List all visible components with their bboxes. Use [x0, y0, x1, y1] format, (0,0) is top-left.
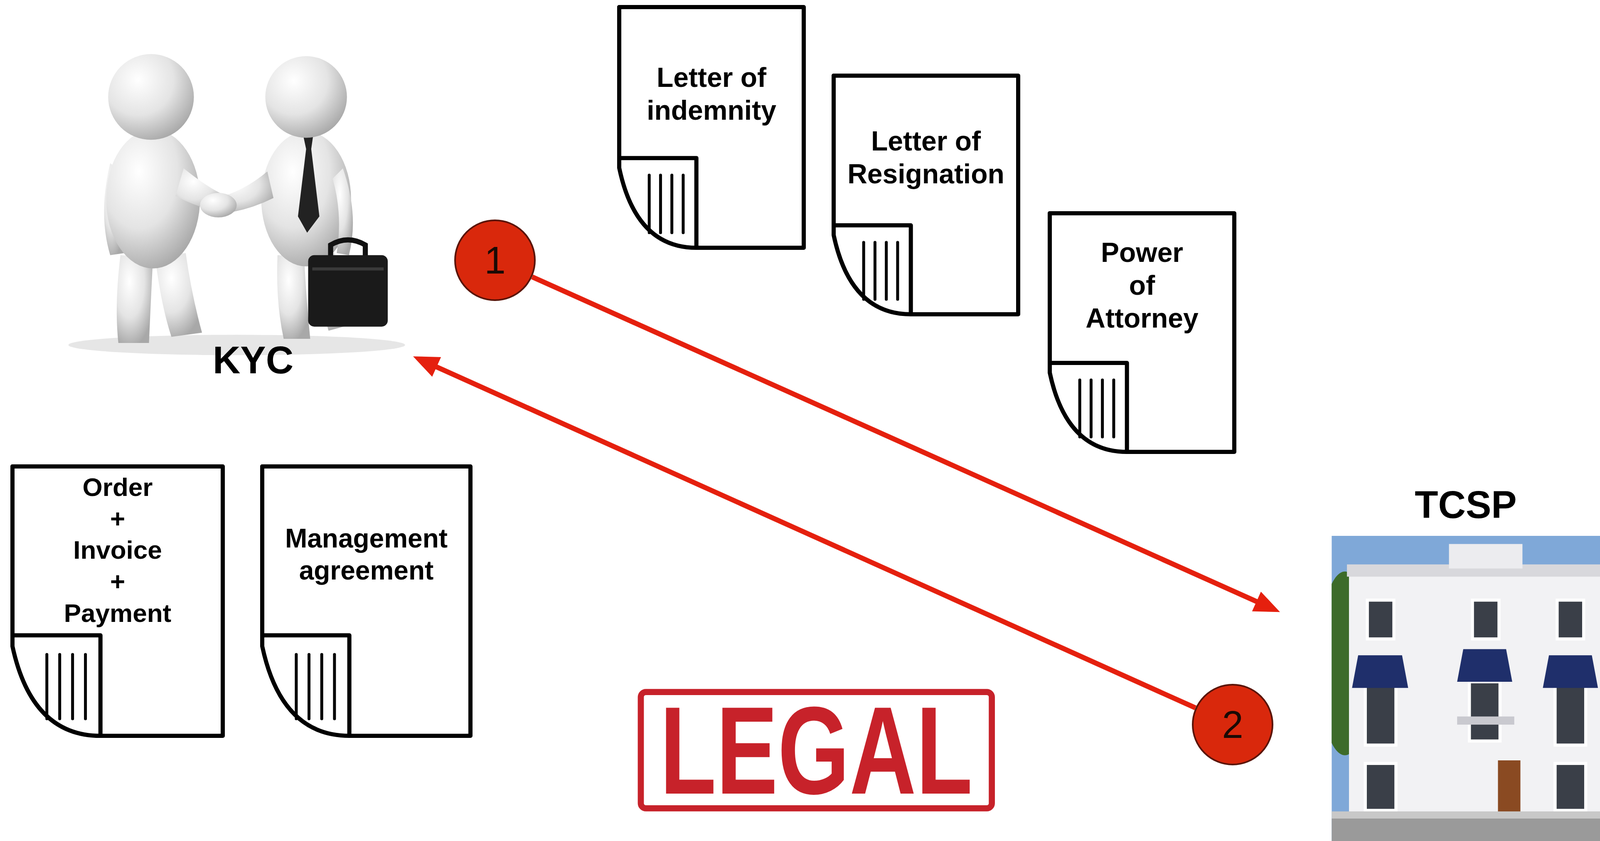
- document-title: Order + Invoice + Payment: [10, 471, 225, 629]
- document-icon: Order + Invoice + Payment: [10, 464, 225, 738]
- office-building-photo-part: [1457, 648, 1513, 682]
- handshake-figures-part: [199, 192, 237, 218]
- office-building-photo-part: [1449, 544, 1523, 569]
- handshake-figures-part: [297, 134, 320, 233]
- office-building-photo-part: [1543, 654, 1599, 688]
- fold-hatch: [71, 654, 74, 719]
- fold-hatch: [83, 654, 87, 719]
- office-building-photo-part: [1365, 685, 1396, 745]
- fold-hatch: [670, 174, 674, 233]
- document-outline: [617, 4, 806, 250]
- arrowhead: [413, 356, 441, 377]
- office-building-photo-part: [1555, 763, 1586, 810]
- fold-hatch: [1100, 379, 1104, 437]
- callout-circle: 1: [454, 219, 536, 301]
- document-title: Letter of indemnity: [617, 61, 806, 127]
- stamp-frame: [640, 691, 992, 809]
- fold-hatch: [681, 174, 685, 233]
- handshake-figures-part: [265, 56, 347, 138]
- fold-hatch: [896, 242, 899, 300]
- stamp-frame-part: [640, 691, 992, 809]
- page-edge: [619, 7, 804, 248]
- page-curl: [619, 7, 697, 248]
- document-icon: Management agreement: [260, 464, 473, 738]
- document-title: Power of Attorney: [1047, 236, 1237, 335]
- office-building-photo-part: [1331, 535, 1600, 841]
- node-caption: KYC: [169, 338, 337, 383]
- office-building-photo-part: [1351, 654, 1408, 688]
- office-building-photo-part: [1555, 685, 1586, 745]
- fold-hatch: [45, 654, 49, 719]
- page-edge: [833, 75, 1019, 315]
- office-building-photo-part: [1557, 600, 1584, 639]
- office-building-photo-part: [1497, 760, 1521, 817]
- fold-hatch: [1089, 379, 1093, 437]
- handshake-figures-part: [330, 239, 366, 258]
- node-caption: TCSP: [1331, 482, 1600, 527]
- fold-hatch: [307, 654, 311, 719]
- fold-hatch: [58, 654, 62, 719]
- legal-stamp-text: LEGAL: [640, 691, 992, 808]
- office-building-photo-part: [1348, 571, 1600, 822]
- callout-number: 1: [484, 241, 506, 280]
- handshake-figures: [68, 54, 406, 355]
- document-title: Management agreement: [260, 522, 473, 587]
- document-outline: [831, 73, 1021, 317]
- connector-line: [435, 366, 1196, 708]
- page-curl: [833, 75, 911, 315]
- office-building-photo: [1331, 535, 1600, 841]
- fold-hatch: [320, 654, 324, 719]
- office-building-photo-part: [1472, 600, 1500, 639]
- document-icon: Letter of indemnity: [617, 4, 806, 250]
- fold-hatch: [1078, 379, 1082, 437]
- handshake-figures-part: [116, 255, 153, 343]
- document-icon: Power of Attorney: [1047, 211, 1237, 454]
- arrowhead: [1252, 591, 1280, 612]
- fold-hatch: [294, 654, 298, 719]
- document-icon: Letter of Resignation: [831, 73, 1021, 317]
- callout-circle: 2: [1191, 683, 1274, 766]
- document-outline: [260, 464, 473, 738]
- page-edge: [262, 466, 471, 736]
- fold-hatch: [884, 242, 888, 300]
- fold-hatch: [862, 242, 866, 300]
- handshake-figures-part: [308, 255, 389, 327]
- office-building-photo-part: [1331, 811, 1600, 819]
- office-building-photo-part: [1331, 818, 1600, 841]
- office-building-photo-part: [1469, 681, 1501, 741]
- handshake-figures-part: [108, 54, 194, 140]
- tcsp-building-node: TCSP: [1280, 477, 1600, 841]
- handshake-figures-part: [277, 255, 311, 339]
- fold-hatch: [1112, 379, 1116, 437]
- page-curl: [262, 466, 350, 736]
- connector-arrow: [413, 356, 1196, 708]
- office-building-photo-part: [1457, 716, 1515, 725]
- kyc-figure-node: KYC: [51, 40, 414, 383]
- document-title: Letter of Resignation: [831, 124, 1021, 191]
- fold-hatch: [659, 174, 663, 233]
- office-building-photo-part: [1365, 763, 1396, 810]
- fold-hatch: [873, 242, 877, 300]
- fold-hatch: [332, 654, 336, 719]
- callout-number: 2: [1221, 705, 1244, 744]
- fold-hatch: [647, 174, 651, 233]
- office-building-photo-part: [1367, 600, 1394, 639]
- handshake-figures-part: [312, 267, 384, 271]
